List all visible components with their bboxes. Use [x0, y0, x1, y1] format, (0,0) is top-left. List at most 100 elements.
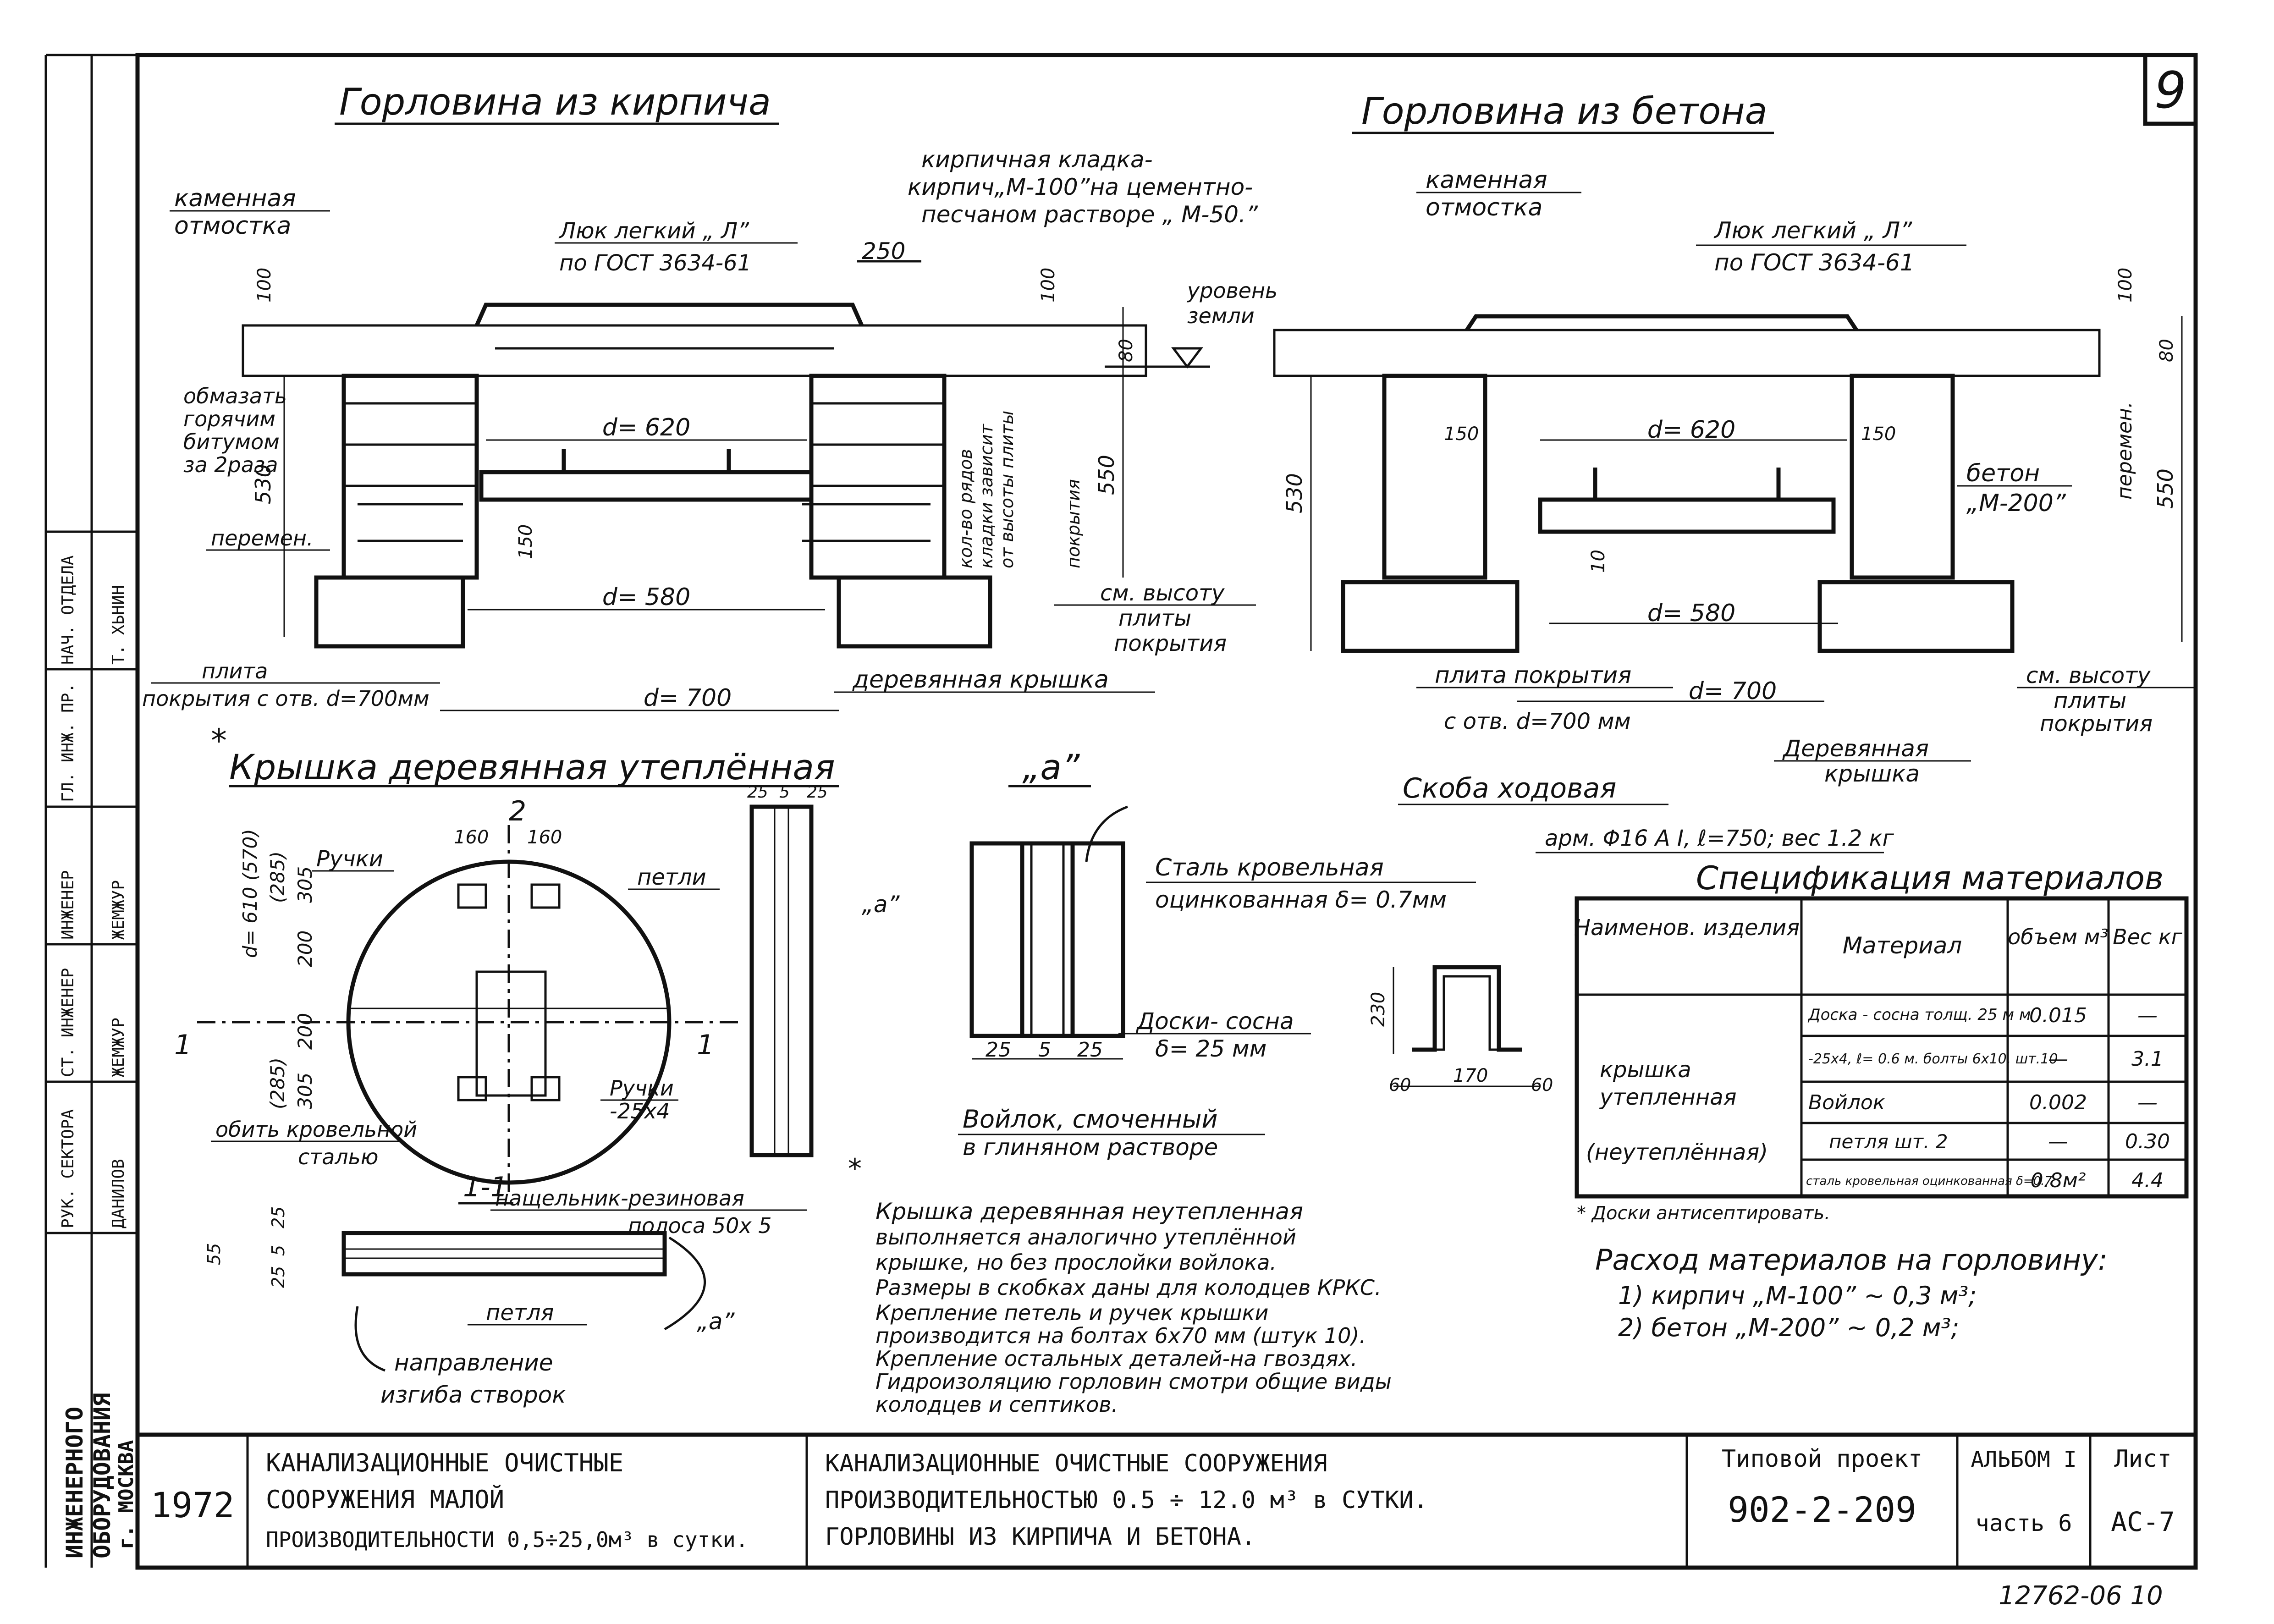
- cover-detail-a-ref: „а”: [862, 891, 900, 918]
- note-line-9: колодцев и септиков.: [875, 1392, 1118, 1417]
- ground-level-2: земли: [1187, 303, 1255, 328]
- role-1: РУК. СЕКТОРА: [59, 1109, 77, 1228]
- brick-wooden-cover: [479, 470, 814, 502]
- detail-a-dim-5: 5: [1038, 1038, 1051, 1062]
- concrete-neck-section: Горловина из бетона каменная отмостка Лю…: [1273, 90, 2196, 787]
- concrete-slab-left: [1341, 580, 1520, 653]
- name-3: ЖЕМЖУР: [109, 880, 128, 940]
- brick-dim-80: 80: [1116, 339, 1137, 362]
- consumption-concrete: 2) бетон „М-200” ~ 0,2 м³;: [1618, 1313, 1959, 1342]
- roof-steel-note-2: сталью: [298, 1145, 379, 1169]
- cover-section-mark-2: 2: [509, 795, 526, 827]
- name-1: ДАНИЛОВ: [109, 1159, 128, 1228]
- sheet-label: Лист: [2114, 1445, 2171, 1473]
- left-title-3: ПРОИЗВОДИТЕЛЬНОСТИ 0,5÷25,0м³ в сутки.: [266, 1527, 748, 1552]
- brick-neck-section: Горловина из кирпича каменная отмос: [142, 81, 1277, 712]
- ground-level: уровень: [1186, 278, 1277, 303]
- org-line-2: ОБОРУДОВАНИЯ: [89, 1393, 116, 1558]
- concrete-wooden-cover: [1538, 497, 1836, 534]
- concrete-hatch-note: Люк легкий „ Л”: [1713, 217, 1912, 244]
- section-dim-25a: 25: [268, 1206, 288, 1228]
- role-5: НАЧ. ОТДЕЛА: [59, 555, 77, 665]
- cover-dim-305-a: 305: [294, 866, 316, 903]
- section-1-1-title: 1-1: [463, 1171, 508, 1203]
- brick-wall-left: [341, 374, 479, 580]
- concrete-dim-700: d= 700: [1689, 677, 1777, 705]
- concrete-dim-530: 530: [1282, 473, 1307, 513]
- brick-slab-right: [837, 575, 992, 649]
- role-4: ГЛ. ИНЖ. ПР.: [59, 683, 77, 802]
- role-2: СТ. ИНЖЕНЕР: [59, 968, 77, 1077]
- handles-label-2: Ручки: [610, 1076, 674, 1101]
- brick-dim-100-right: 100: [1038, 268, 1059, 303]
- cover-dim-305-b: 305: [294, 1073, 316, 1109]
- spec-header-volume: объем м³: [2008, 925, 2109, 949]
- name-2: ЖЕМЖУР: [109, 1018, 128, 1077]
- note-line-4: Размеры в скобках даны для колодцев КРКС…: [875, 1275, 1382, 1300]
- project-number: 902-2-209: [1728, 1489, 1916, 1530]
- sheet-number-box: [2143, 53, 2198, 126]
- rows-note-3: от высоты плиты: [997, 411, 1017, 568]
- spec-row-5-weight: 4.4: [2131, 1169, 2164, 1192]
- cover-title: Крышка деревянная утеплённая: [229, 747, 835, 787]
- sheet-frame: [135, 53, 2198, 1570]
- note-line-2: выполняется аналогично утеплённой: [875, 1225, 1296, 1250]
- detail-a-drawing: [969, 841, 1125, 1038]
- sheet-code: АС-7: [2111, 1506, 2175, 1537]
- brick-dim-250: 250: [862, 238, 905, 264]
- section-1-1: [341, 1231, 667, 1277]
- cover-dim-160-a: 160: [454, 827, 489, 848]
- concrete-dim-620: d= 620: [1647, 416, 1735, 444]
- spec-row-2-volume: —: [2048, 1047, 2068, 1071]
- concrete-see-height-3: покрытия: [2040, 711, 2153, 737]
- left-signature-strip: ИНЖЕНЕРНОГО ОБОРУДОВАНИЯ г. МОСКВА РУК. …: [46, 55, 138, 1568]
- bitumen-note-3: битумом: [183, 429, 280, 454]
- detail-a-steel: Сталь кровельная: [1155, 854, 1384, 881]
- note-line-8: Гидроизоляцию горловин смотри общие виды: [875, 1369, 1392, 1394]
- detail-a-dim-25a: 25: [986, 1038, 1011, 1062]
- rows-note-2: кладки зависит: [976, 423, 997, 568]
- concrete-wall-left: [1382, 374, 1487, 580]
- cover-asterisk: *: [211, 722, 227, 760]
- title-block: 1972 КАНАЛИЗАЦИОННЫЕ ОЧИСТНЫЕ СООРУЖЕНИЯ…: [138, 1432, 2196, 1568]
- loop-label: петля: [486, 1300, 554, 1326]
- concrete-slab-note-2: с отв. d=700 мм: [1444, 709, 1631, 734]
- detail-a-boards: Доски- сосна: [1136, 1008, 1294, 1035]
- concrete-see-height-1: см. высоту: [2026, 663, 2151, 688]
- bending-note: направление: [394, 1349, 553, 1376]
- cover-section-mark-1-left: 1: [174, 1029, 192, 1061]
- note-line-5: Крепление петель и ручек крышки: [875, 1300, 1268, 1325]
- rows-note-1: кол-во рядов: [956, 449, 976, 568]
- concrete-dim-150-right: 150: [1861, 424, 1896, 445]
- concrete-dim-550: 550: [2153, 468, 2178, 509]
- consumption-title: Расход материалов на горловину:: [1595, 1243, 2108, 1277]
- cover-dim-285-b: (285): [266, 1057, 289, 1109]
- concrete-pavement: [1273, 329, 2101, 377]
- cover-dim-610: d= 610 (570): [239, 829, 261, 958]
- spec-row-3-volume: 0.002: [2029, 1091, 2087, 1114]
- notes-section: * Крышка деревянная неутепленная выполня…: [848, 1153, 1392, 1417]
- brick-title: Горловина из кирпича: [339, 81, 771, 123]
- concrete-wall-right: [1850, 374, 1955, 580]
- bracket-dim-60b: 60: [1531, 1075, 1553, 1095]
- spec-row-3-material: Войлок: [1808, 1091, 1885, 1114]
- detail-a-felt-2: в глиняном растворе: [963, 1134, 1218, 1161]
- bracket-dim-230: 230: [1368, 992, 1389, 1027]
- concrete-dim-100: 100: [2115, 268, 2136, 303]
- concrete-grade-note: бетон: [1966, 460, 2040, 487]
- brick-pavement-label: каменная: [174, 185, 296, 212]
- note-line-3: крышке, но без прослойки войлока.: [875, 1250, 1277, 1275]
- main-title-1: КАНАЛИЗАЦИОННЫЕ ОЧИСТНЫЕ СООРУЖЕНИЯ: [825, 1450, 1327, 1477]
- spec-header-weight: Вес кг: [2113, 925, 2183, 949]
- masonry-note-2: кирпич„М-100”на цементно-: [908, 174, 1253, 200]
- brick-dim-150: 150: [515, 524, 536, 559]
- consumption-section: Расход материалов на горловину: 1) кирпи…: [1595, 1243, 2108, 1342]
- brick-dim-530: 530: [251, 464, 275, 504]
- detail-a-dim-25b: 25: [1077, 1038, 1103, 1062]
- name-5: Т. ХЬНИН: [109, 585, 128, 665]
- handles-size: -25x4: [610, 1099, 670, 1123]
- brick-hatch-note: Люк легкий „ Л”: [558, 218, 749, 244]
- main-title-2: ПРОИЗВОДИТЕЛЬНОСТЬЮ 0.5 ÷ 12.0 м³ в СУТК…: [825, 1486, 1428, 1514]
- masonry-note-3: песчаном растворе „ М-50.”: [921, 201, 1258, 228]
- left-title-1: КАНАЛИЗАЦИОННЫЕ ОЧИСТНЫЕ: [266, 1448, 623, 1477]
